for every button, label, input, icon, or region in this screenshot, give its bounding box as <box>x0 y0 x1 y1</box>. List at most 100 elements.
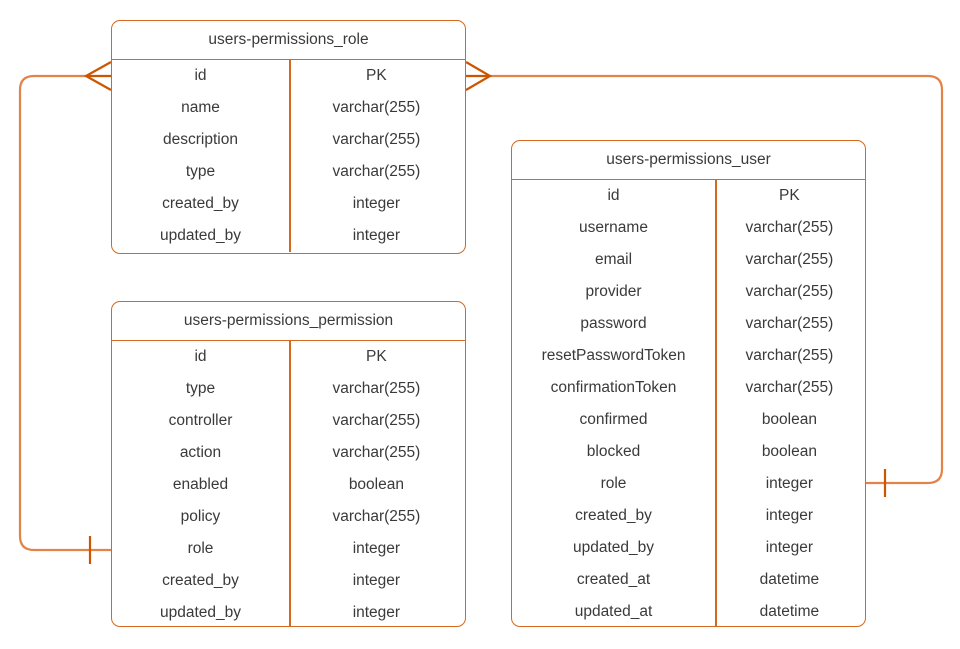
field-type: boolean <box>348 476 404 493</box>
entity-field-row[interactable]: created_by integer <box>112 565 465 597</box>
field-type: varchar(255) <box>332 99 421 116</box>
entity-title: users-permissions_user <box>512 141 865 180</box>
entity-field-row[interactable]: role integer <box>112 533 465 565</box>
entity-column-divider <box>289 341 291 626</box>
entity-field-row[interactable]: created_at datetime <box>512 564 865 596</box>
entity-field-row[interactable]: policy varchar(255) <box>112 501 465 533</box>
entity-field-row[interactable]: updated_by integer <box>512 532 865 564</box>
field-type: varchar(255) <box>745 315 834 332</box>
entity-field-row[interactable]: type varchar(255) <box>112 156 465 188</box>
entity-field-row[interactable]: updated_at datetime <box>512 596 865 626</box>
entity-field-row[interactable]: confirmationToken varchar(255) <box>512 372 865 404</box>
entity-field-row[interactable]: updated_by integer <box>112 597 465 626</box>
field-name: description <box>163 131 238 148</box>
field-name: updated_by <box>159 604 242 621</box>
field-name: type <box>185 163 216 180</box>
relationship-line-permission-role <box>18 74 111 552</box>
field-name: policy <box>180 508 221 525</box>
field-name: name <box>181 99 220 116</box>
entity-field-row[interactable]: description varchar(255) <box>112 124 465 156</box>
entity-column-divider <box>289 60 291 252</box>
field-name: confirmed <box>579 411 648 428</box>
entity-field-row[interactable]: type varchar(255) <box>112 373 465 405</box>
field-name: provider <box>585 283 642 300</box>
entity-field-row[interactable]: blocked boolean <box>512 436 865 468</box>
field-name: controller <box>168 412 233 429</box>
field-name: updated_at <box>574 603 653 620</box>
field-type: integer <box>765 475 814 492</box>
field-type: PK <box>779 187 800 204</box>
field-type: integer <box>352 227 401 244</box>
field-type: varchar(255) <box>332 380 421 397</box>
entity-field-row[interactable]: id PK <box>112 341 465 373</box>
field-type: varchar(255) <box>745 251 834 268</box>
field-name: created_by <box>162 572 239 589</box>
crowsfoot-many-icon-role-left <box>83 61 112 91</box>
entity-field-row[interactable]: id PK <box>512 180 865 212</box>
field-name: confirmationToken <box>550 379 677 396</box>
field-name: action <box>179 444 222 461</box>
field-name: id <box>194 67 207 84</box>
field-name: blocked <box>586 443 641 460</box>
entity-field-row[interactable]: provider varchar(255) <box>512 276 865 308</box>
entity-field-row[interactable]: resetPasswordToken varchar(255) <box>512 340 865 372</box>
field-type: varchar(255) <box>745 379 834 396</box>
field-type: PK <box>366 348 387 365</box>
field-name: created_by <box>162 195 239 212</box>
field-type: varchar(255) <box>745 283 834 300</box>
field-type: PK <box>366 67 387 84</box>
entity-field-row[interactable]: name varchar(255) <box>112 92 465 124</box>
field-type: datetime <box>759 603 820 620</box>
field-type: boolean <box>761 411 817 428</box>
entity-field-row[interactable]: username varchar(255) <box>512 212 865 244</box>
field-type: varchar(255) <box>332 131 421 148</box>
entity-field-row[interactable]: id PK <box>112 60 465 92</box>
field-name: role <box>187 540 214 557</box>
entity-field-row[interactable]: confirmed boolean <box>512 404 865 436</box>
field-type: integer <box>352 604 401 621</box>
entity-field-row[interactable]: updated_by integer <box>112 220 465 252</box>
field-name: username <box>579 219 648 236</box>
field-type: datetime <box>759 571 820 588</box>
field-type: varchar(255) <box>332 508 421 525</box>
field-type: varchar(255) <box>745 347 834 364</box>
field-name: type <box>185 380 216 397</box>
entity-field-row[interactable]: controller varchar(255) <box>112 405 465 437</box>
entity-field-row[interactable]: created_by integer <box>112 188 465 220</box>
field-type: varchar(255) <box>332 412 421 429</box>
entity-field-list: id PK name varchar(255) description varchar(2… <box>112 60 465 252</box>
field-type: varchar(255) <box>332 163 421 180</box>
field-type: varchar(255) <box>332 444 421 461</box>
crowsfoot-many-icon-role-right <box>465 61 493 91</box>
entity-column-divider <box>715 180 717 626</box>
field-type: integer <box>352 195 401 212</box>
field-name: role <box>600 475 627 492</box>
field-type: boolean <box>761 443 817 460</box>
field-type: integer <box>352 572 401 589</box>
field-type: integer <box>765 539 814 556</box>
entity-users-permissions_permission[interactable]: users-permissions_permission id PK type var… <box>111 301 466 627</box>
entity-field-list: id PK type varchar(255) controller varchar(25… <box>112 341 465 626</box>
field-type: integer <box>765 507 814 524</box>
field-type: varchar(255) <box>745 219 834 236</box>
entity-field-row[interactable]: action varchar(255) <box>112 437 465 469</box>
field-name: created_by <box>575 507 652 524</box>
field-name: updated_by <box>572 539 655 556</box>
field-type: integer <box>352 540 401 557</box>
entity-field-row[interactable]: password varchar(255) <box>512 308 865 340</box>
entity-field-row[interactable]: created_by integer <box>512 500 865 532</box>
field-name: password <box>580 315 647 332</box>
entity-users-permissions_user[interactable]: users-permissions_user id PK username varch… <box>511 140 866 627</box>
field-name: created_at <box>576 571 651 588</box>
field-name: updated_by <box>159 227 242 244</box>
field-name: id <box>194 348 207 365</box>
field-name: resetPasswordToken <box>541 347 686 364</box>
entity-title: users-permissions_permission <box>112 302 465 341</box>
entity-field-row[interactable]: role integer <box>512 468 865 500</box>
field-name: id <box>607 187 620 204</box>
